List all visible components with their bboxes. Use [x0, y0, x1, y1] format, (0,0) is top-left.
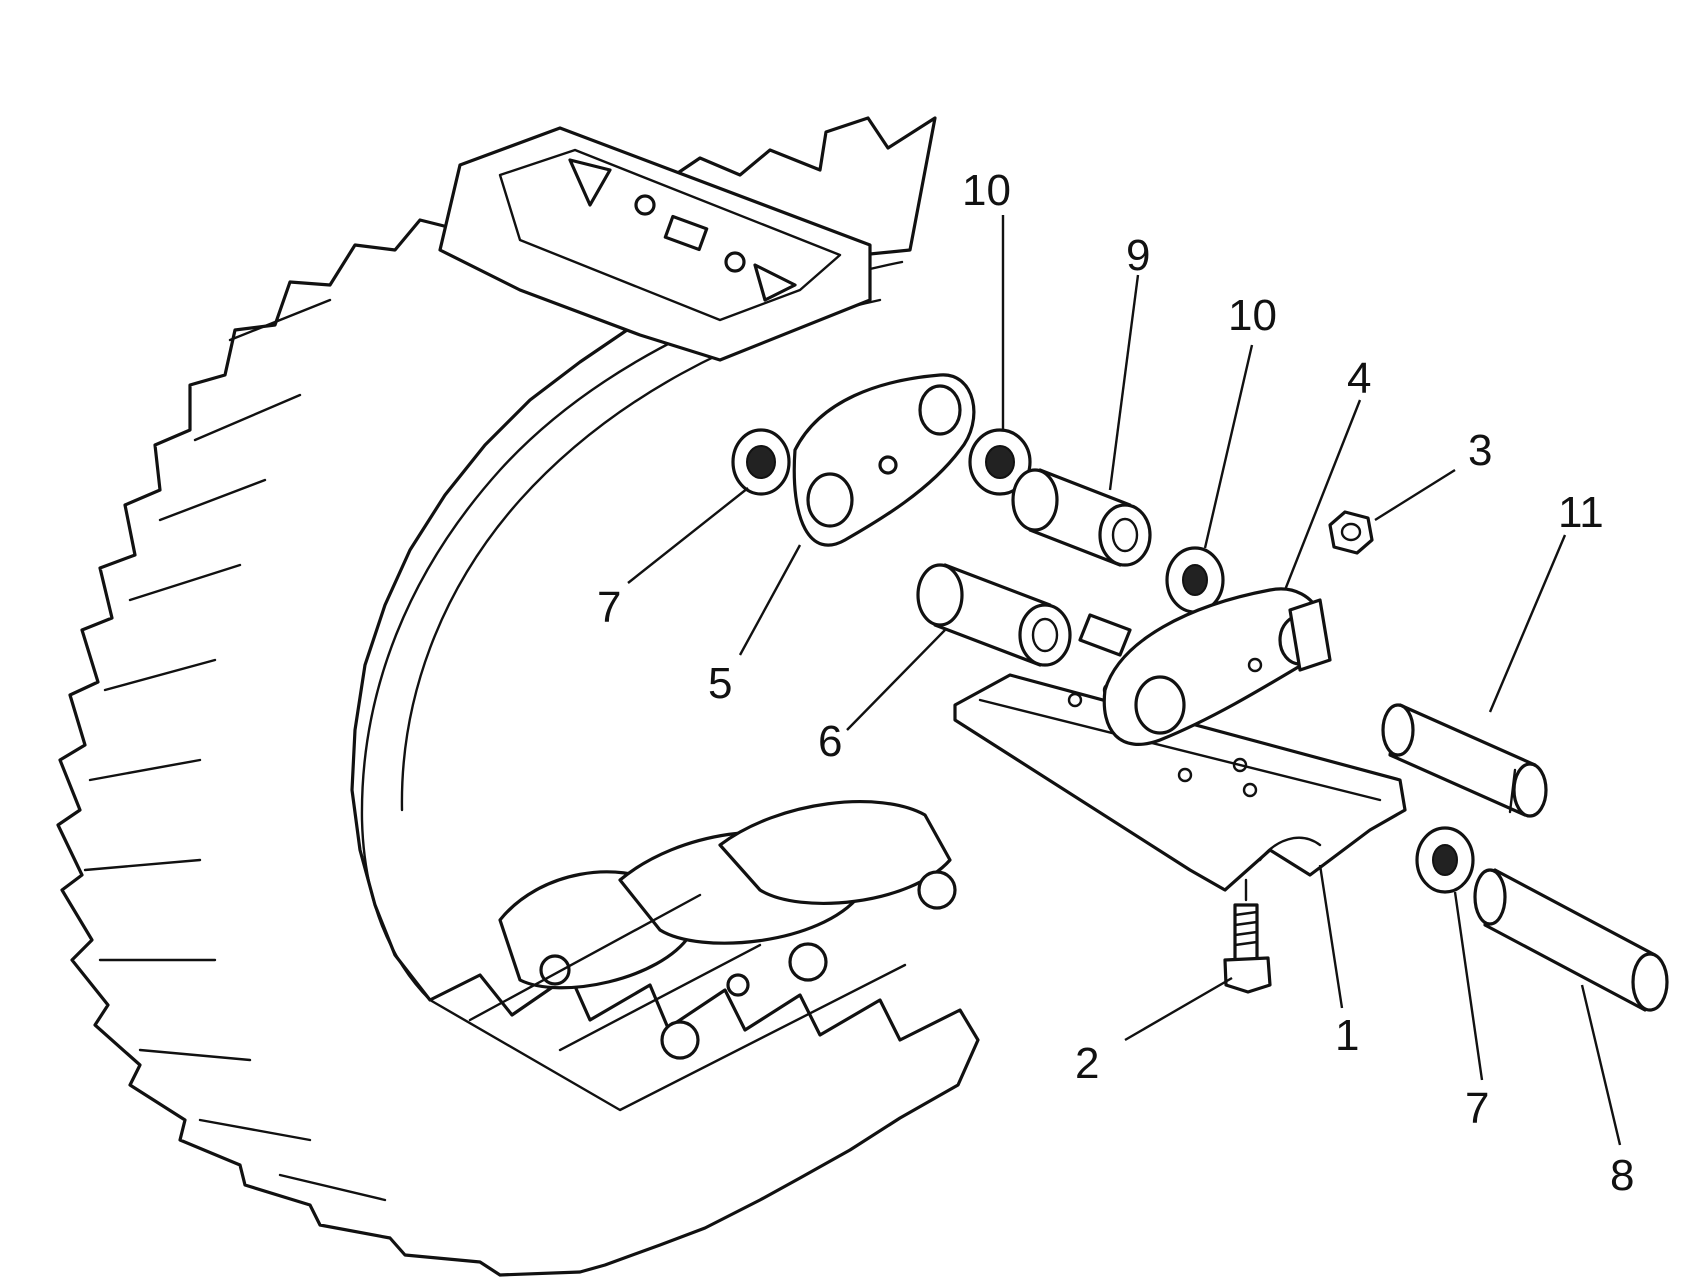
- callout-9: 9: [1126, 231, 1150, 280]
- callout-labels: 10 9 10 4 3 11 7 5 6 2 1 7 8: [597, 166, 1634, 1200]
- callout-8: 8: [1610, 1151, 1634, 1200]
- bottom-shoe-edge: [428, 893, 907, 1112]
- leader-7a: [627, 487, 749, 584]
- bushing-6: [916, 563, 1072, 667]
- bottom-link-pin-3: [917, 870, 957, 910]
- callout-2: 2: [1075, 1039, 1099, 1088]
- leader-4: [1283, 399, 1362, 591]
- track-assembly: [56, 116, 980, 1277]
- seal-ring-7-lower: [1415, 826, 1475, 894]
- top-link-plate: [438, 126, 872, 362]
- callout-10-lower: 10: [1228, 291, 1277, 340]
- leader-1: [1318, 864, 1344, 1009]
- seal-ring-10-upper: [968, 428, 1032, 496]
- track-shoe-1: [953, 673, 1407, 892]
- link-plate-5: [792, 373, 976, 547]
- top-link-slot: [663, 214, 709, 252]
- bottom-link-bolt: [726, 973, 750, 997]
- bottom-track-link-3: [718, 800, 952, 905]
- leader-11: [1488, 534, 1567, 713]
- bolt-2: [1223, 878, 1272, 994]
- leader-8: [1580, 984, 1622, 1146]
- leader-3: [1374, 468, 1456, 522]
- top-link-triangle-2: [753, 263, 797, 302]
- top-link-hole-1: [634, 194, 656, 216]
- link-plate-4: [1078, 587, 1332, 746]
- leader-5: [738, 544, 802, 656]
- seal-ring-10-lower: [1165, 546, 1225, 614]
- callout-3: 3: [1468, 426, 1492, 475]
- leader-10b: [1203, 344, 1254, 549]
- callout-7-lower: 7: [1465, 1084, 1489, 1133]
- callout-5: 5: [708, 659, 732, 708]
- bushing-9: [1011, 468, 1152, 567]
- nut-3: [1328, 510, 1374, 555]
- pin-8: [1473, 868, 1669, 1012]
- pin-11: [1381, 703, 1548, 818]
- bottom-link-pin-1: [660, 1020, 700, 1060]
- leader-6: [846, 629, 946, 731]
- callout-11: 11: [1558, 488, 1604, 537]
- shoe-grouser-lines: [83, 298, 387, 1202]
- seal-ring-7-upper: [731, 428, 791, 496]
- top-link-hole-2: [724, 251, 746, 273]
- callout-4: 4: [1347, 354, 1371, 403]
- leader-7b: [1453, 891, 1484, 1081]
- callout-6: 6: [818, 717, 842, 766]
- leader-2: [1124, 976, 1233, 1042]
- track-shoe-outer-outline: [56, 116, 980, 1277]
- top-link-triangle-1: [568, 158, 612, 207]
- callout-1: 1: [1335, 1011, 1359, 1060]
- callout-7-upper: 7: [597, 583, 621, 632]
- bottom-link-pin-2: [788, 942, 828, 982]
- leader-lines: [627, 215, 1622, 1146]
- callout-10-upper: 10: [962, 166, 1011, 215]
- leader-9: [1108, 274, 1140, 491]
- top-link-plate-inner: [498, 148, 842, 322]
